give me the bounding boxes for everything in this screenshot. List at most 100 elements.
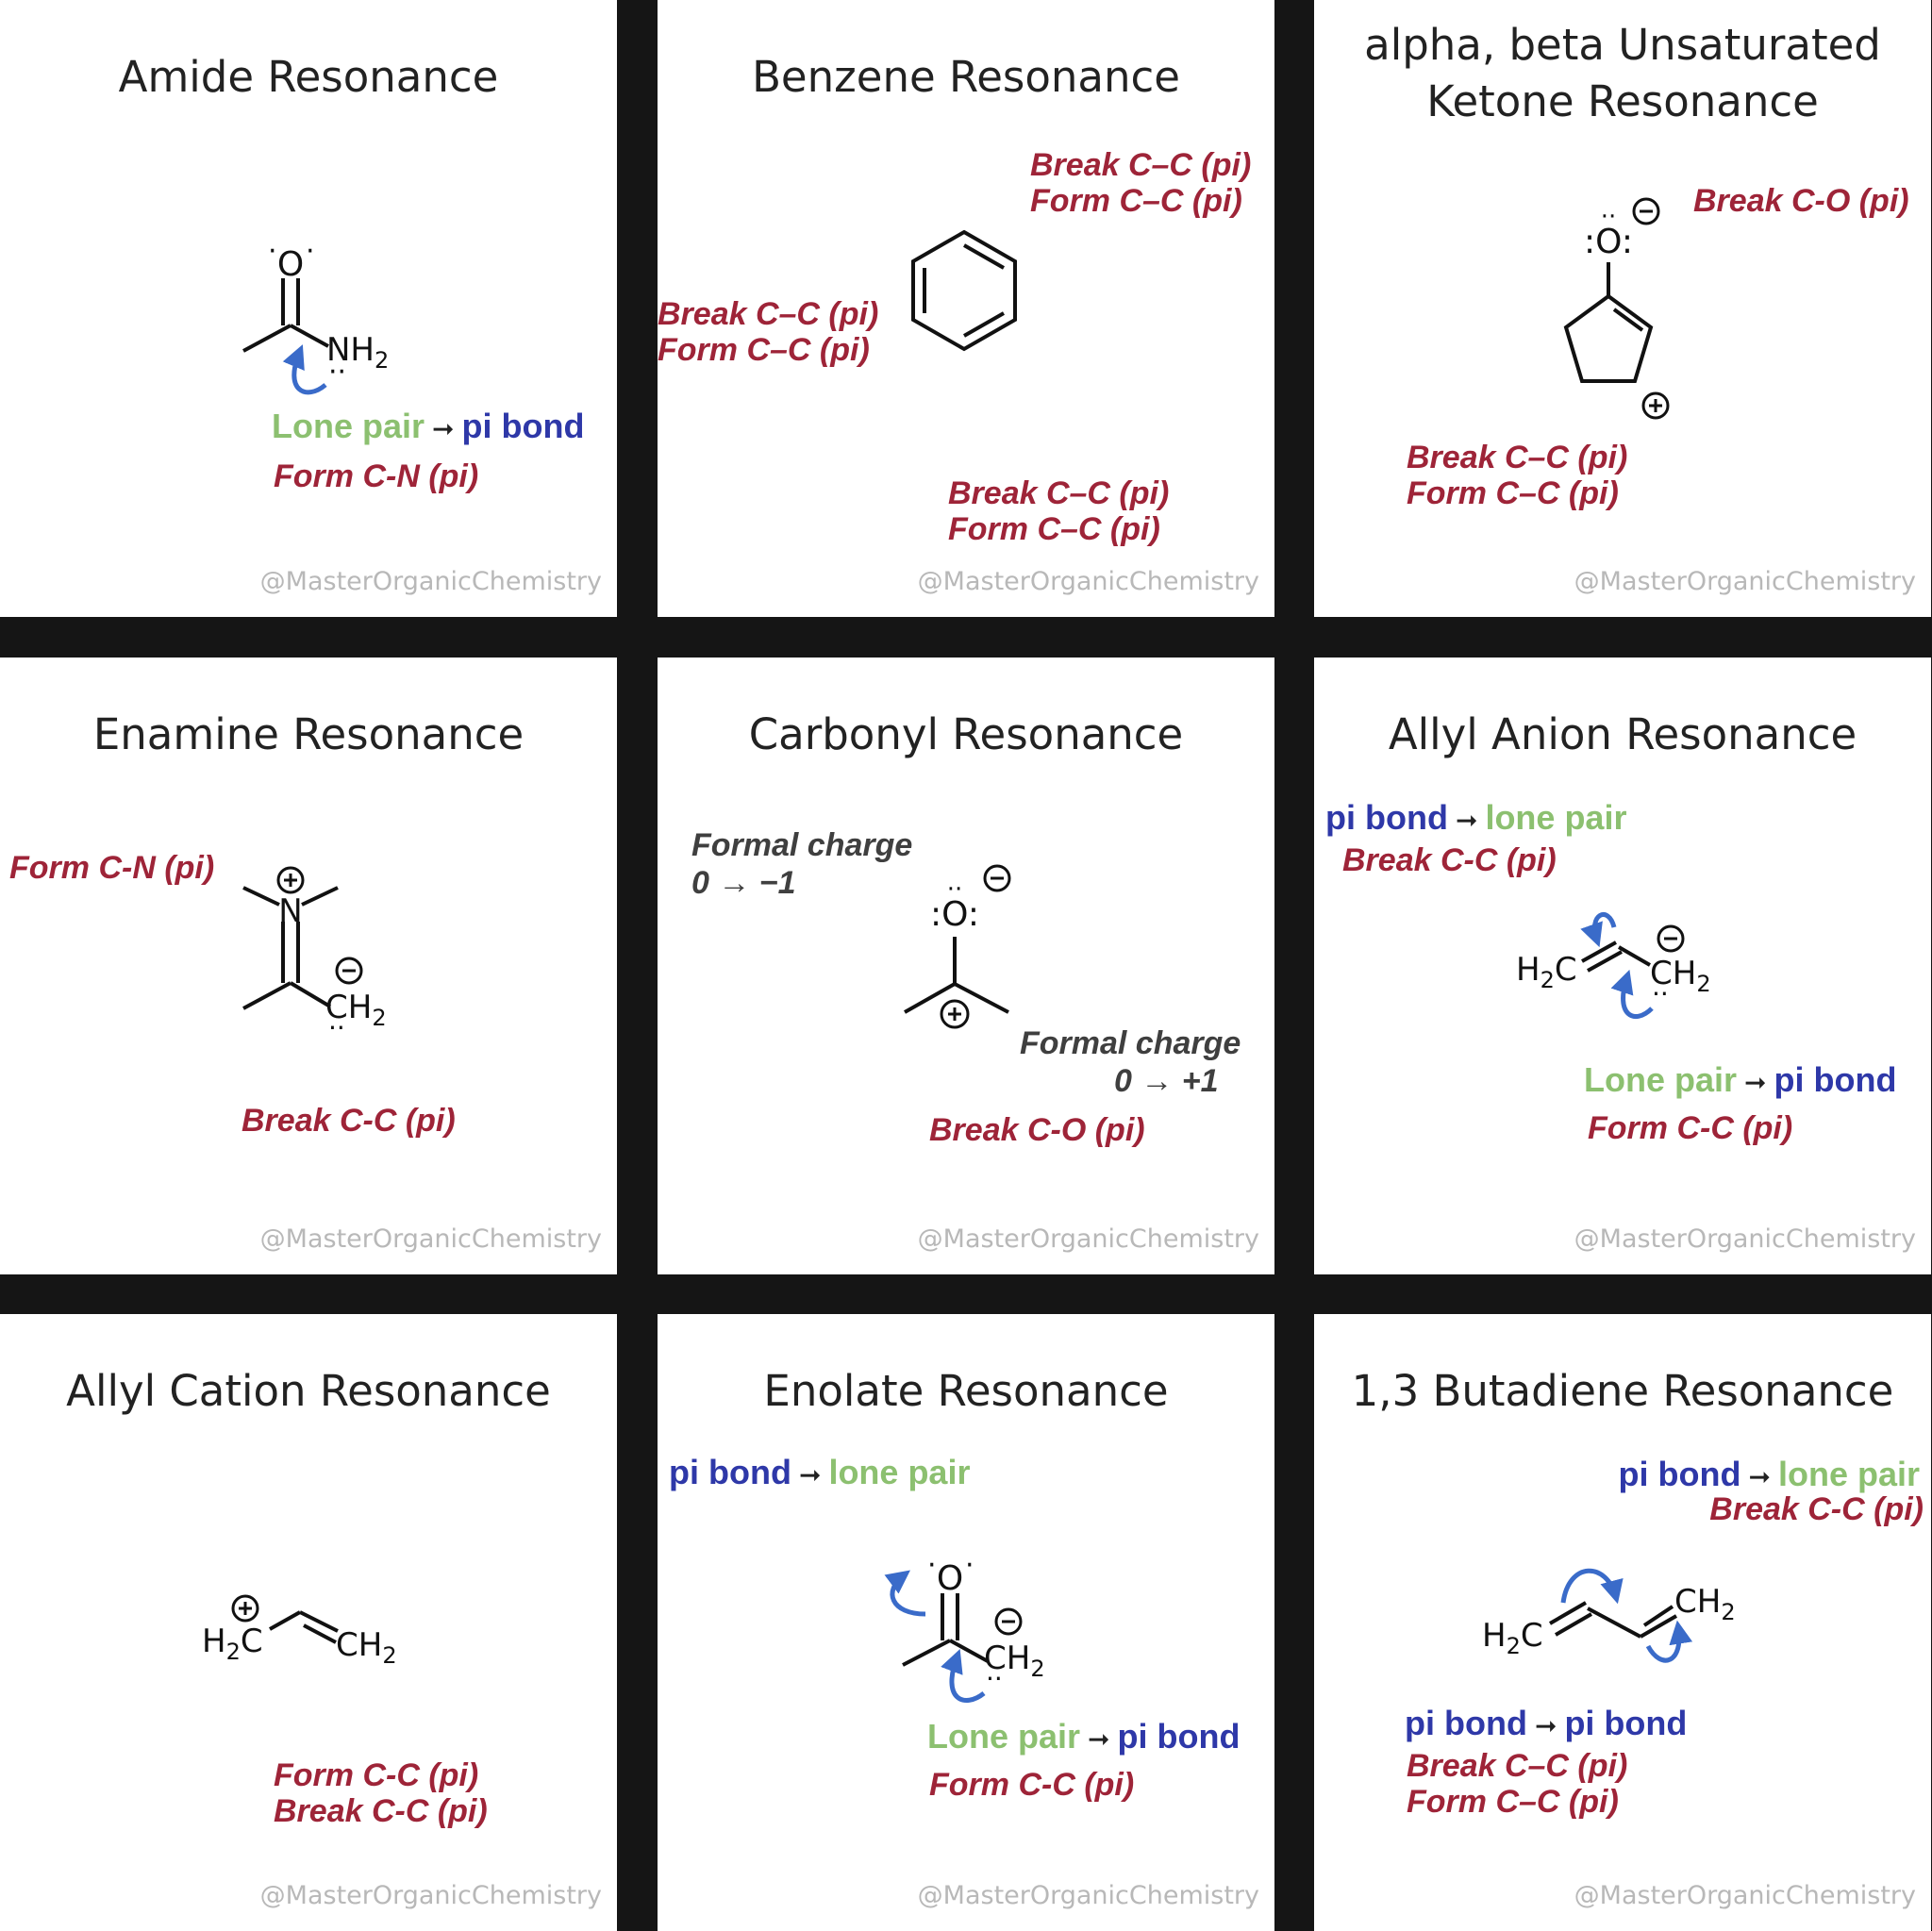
break-co-label: Break C-O (pi) <box>929 1112 1145 1148</box>
panel-title: Carbonyl Resonance <box>748 709 1184 759</box>
lone-pair-dots: ·· <box>947 875 963 904</box>
amide-structure: O · · NH2 ·· <box>242 235 389 395</box>
formal-charge-label: Formal charge <box>691 827 913 863</box>
ch2-group: CH2 <box>1650 955 1711 997</box>
formal-charge-circle-icon <box>983 864 1011 892</box>
top-break-label: Break C–C (pi) <box>1030 147 1252 183</box>
right-arrow-icon: ➞ <box>1748 1462 1771 1491</box>
break-cc-label: Break C-C (pi) <box>1342 842 1557 878</box>
break-cc-label: Break C-C (pi) <box>242 1103 456 1139</box>
carbonyl-structure: :O: ·· <box>904 864 1011 1029</box>
enamine-structure: N CH2 ·· <box>242 866 387 1043</box>
right-arrow-icon: ➞ <box>1455 806 1478 835</box>
lone-pair-label: lone pair <box>1485 798 1627 837</box>
panel-title: 1,3 Butadiene Resonance <box>1351 1366 1894 1416</box>
title-line-2: Ketone Resonance <box>1426 76 1819 126</box>
break-cc-label: Break C–C (pi) <box>1407 440 1628 475</box>
title-line-1: alpha, beta Unsaturated <box>1364 20 1881 70</box>
pi-bond-label: pi bond <box>1774 1060 1897 1099</box>
h2c-group: H2C <box>1482 1617 1543 1659</box>
formal-charge-circle-icon <box>231 1594 259 1623</box>
watermark: @MasterOrganicChemistry <box>259 567 602 596</box>
pi-bond-label: pi bond <box>1564 1704 1688 1742</box>
left-break-label: Break C–C (pi) <box>658 296 879 332</box>
electron-flow-label: Lone pair➞pi bond <box>927 1718 1240 1758</box>
allyl-cation-structure: H2C CH2 <box>202 1594 397 1669</box>
right-arrow-icon: ➞ <box>1088 1724 1110 1754</box>
watermark: @MasterOrganicChemistry <box>259 1881 602 1910</box>
watermark: @MasterOrganicChemistry <box>917 567 1259 596</box>
form-cn-label: Form C-N (pi) <box>274 458 479 494</box>
top-form-label: Form C–C (pi) <box>1030 183 1242 219</box>
panel-enolate-resonance: Enolate Resonance pi bond➞lone pair O · … <box>658 1314 1274 1931</box>
electron-flow-label: Lone pair➞pi bond <box>272 408 584 448</box>
lone-pair-label: Lone pair <box>1584 1060 1738 1099</box>
right-arrow-icon: ➞ <box>1534 1711 1557 1740</box>
curved-electron-arrow-icon <box>282 344 327 395</box>
panel-butadiene-resonance: 1,3 Butadiene Resonance pi bond➞lone pai… <box>1314 1314 1931 1931</box>
form-cc-label: Form C-C (pi) <box>929 1767 1135 1803</box>
pi-bond-label: pi bond <box>669 1453 791 1491</box>
break-cc-label: Break C-C (pi) <box>274 1793 488 1829</box>
oxygen-atom: O <box>937 1559 963 1598</box>
panel-unsaturated-ketone-resonance: alpha, beta Unsaturated Ketone Resonance… <box>1314 0 1931 617</box>
oxygen-atom: O <box>277 245 304 284</box>
pi-bond-label: pi bond <box>1405 1704 1527 1742</box>
curved-electron-arrow-icon <box>884 1570 926 1617</box>
lone-pair-dots: ·· <box>328 356 346 389</box>
lone-pair-dots: · <box>268 235 277 268</box>
formal-charge-circle-icon <box>1641 391 1670 420</box>
pi-bond-label: pi bond <box>461 407 585 445</box>
panel-carbonyl-resonance: Carbonyl Resonance Formal charge 0 → −1 … <box>658 658 1274 1274</box>
butadiene-structure: H2C CH2 <box>1482 1568 1736 1663</box>
electron-flow-label: pi bond➞lone pair <box>669 1454 970 1494</box>
lone-pair-dots: ·· <box>1652 978 1669 1009</box>
ch2-group: CH2 <box>984 1640 1045 1682</box>
break-co-label: Break C-O (pi) <box>1693 183 1909 219</box>
h2c-group: H2C <box>1516 951 1577 993</box>
panel-title: Benzene Resonance <box>752 52 1180 102</box>
nitrogen-atom: N <box>278 892 302 930</box>
right-arrow-icon: ➞ <box>1744 1068 1767 1097</box>
pi-bond-label: pi bond <box>1325 798 1448 837</box>
lone-pair-dots: ·· <box>986 1663 1003 1694</box>
form-cc-label: Form C–C (pi) <box>1407 475 1619 511</box>
ch2-group: CH2 <box>336 1626 397 1669</box>
watermark: @MasterOrganicChemistry <box>1574 1881 1916 1910</box>
watermark: @MasterOrganicChemistry <box>1574 567 1916 596</box>
curved-electron-arrow-icon <box>1610 969 1654 1020</box>
electron-flow-label: Lone pair➞pi bond <box>1584 1061 1896 1102</box>
pi-bond-label: pi bond <box>1618 1455 1741 1493</box>
panel-allyl-cation-resonance: Allyl Cation Resonance H2C CH2 Form C-C … <box>0 1314 617 1931</box>
formal-charge-label: Formal charge <box>1020 1025 1241 1061</box>
lone-pair-dots: ·· <box>1601 203 1617 231</box>
formal-charge-circle-icon <box>1632 197 1660 225</box>
nh2-group: NH2 <box>326 331 389 374</box>
panel-title: alpha, beta Unsaturated Ketone Resonance <box>1314 17 1931 130</box>
form-cc-label: Form C-C (pi) <box>1588 1110 1793 1146</box>
h2c-group: H2C <box>202 1623 263 1665</box>
watermark: @MasterOrganicChemistry <box>917 1881 1259 1910</box>
lone-pair-dots: ·· <box>328 1012 345 1043</box>
form-cn-label: Form C-N (pi) <box>9 850 215 886</box>
formal-charge-circle-icon <box>335 957 363 985</box>
panel-title: Amide Resonance <box>118 52 499 102</box>
allyl-anion-structure: H2C CH2 ·· <box>1516 912 1711 1020</box>
ch2-group: CH2 <box>1674 1583 1736 1625</box>
pi-bond-label: pi bond <box>1117 1717 1241 1756</box>
lone-pair-dots: · <box>927 1549 937 1582</box>
benzene-ring <box>911 229 1017 352</box>
formal-charge-circle-icon <box>994 1607 1023 1636</box>
watermark: @MasterOrganicChemistry <box>917 1224 1259 1254</box>
right-arrow-icon: ➞ <box>798 1460 822 1490</box>
watermark: @MasterOrganicChemistry <box>1574 1224 1916 1254</box>
lone-pair-label: lone pair <box>828 1453 971 1491</box>
cyclopentenone-structure: :O: ·· <box>1563 197 1670 420</box>
lone-pair-label: Lone pair <box>272 407 425 445</box>
electron-flow-label: pi bond➞pi bond <box>1405 1705 1687 1745</box>
enolate-structure: O · · CH2 ·· <box>884 1549 1045 1703</box>
formal-charge-circle-icon <box>276 866 305 894</box>
oxygen-atom: :O: <box>930 895 979 934</box>
curved-electron-arrow-icon <box>1645 1620 1693 1663</box>
panel-amide-resonance: Amide Resonance O · · NH2 ·· Lone pair➞p… <box>0 0 617 617</box>
